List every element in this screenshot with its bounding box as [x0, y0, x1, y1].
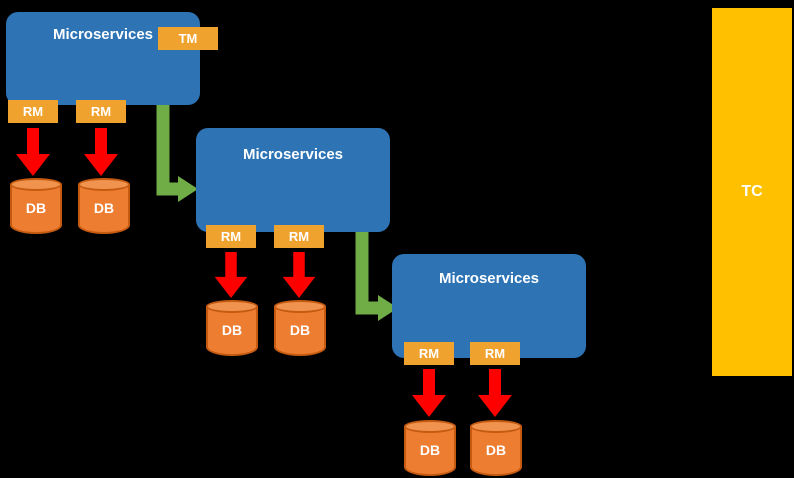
- red-arrow-down-icon: [478, 369, 512, 417]
- db-cylinder: DB: [78, 178, 130, 234]
- rm-badge: RM: [8, 100, 58, 123]
- db-cylinder-top: [404, 420, 456, 433]
- db-cylinder-body: [404, 426, 456, 476]
- db-cylinder-body: [274, 306, 326, 356]
- red-arrow-down-icon: [84, 128, 118, 176]
- db-cylinder-body: [206, 306, 258, 356]
- db-cylinder: DB: [206, 300, 258, 356]
- db-cylinder-top: [10, 178, 62, 191]
- db-cylinder: DB: [10, 178, 62, 234]
- red-arrow-down-icon: [214, 252, 248, 298]
- red-arrow-down-icon: [16, 128, 50, 176]
- db-cylinder-top: [78, 178, 130, 191]
- db-label: DB: [289, 322, 311, 338]
- microservices-box-2: Microservices: [196, 128, 390, 232]
- microservices-box-1: Microservices: [6, 12, 200, 105]
- db-label: DB: [93, 200, 115, 216]
- db-cylinder-top: [206, 300, 258, 313]
- db-cylinder: DB: [470, 420, 522, 476]
- microservices-box-3: Microservices: [392, 254, 586, 358]
- db-label: DB: [419, 442, 441, 458]
- microservices-label: Microservices: [242, 146, 344, 163]
- microservices-label: Microservices: [52, 26, 154, 43]
- db-cylinder-top: [274, 300, 326, 313]
- db-cylinder-body: [10, 184, 62, 234]
- red-arrow-down-icon: [412, 369, 446, 417]
- db-label: DB: [485, 442, 507, 458]
- db-label: DB: [25, 200, 47, 216]
- rm-badge: RM: [206, 225, 256, 248]
- tm-badge: TM: [158, 27, 218, 50]
- green-elbow-arrow-icon: [355, 224, 398, 321]
- db-cylinder-top: [470, 420, 522, 433]
- microservices-label: Microservices: [438, 270, 540, 287]
- db-cylinder: DB: [274, 300, 326, 356]
- db-cylinder-body: [78, 184, 130, 234]
- rm-badge: RM: [470, 342, 520, 365]
- tc-panel: TC: [712, 8, 792, 376]
- rm-badge: RM: [76, 100, 126, 123]
- rm-badge: RM: [274, 225, 324, 248]
- db-cylinder: DB: [404, 420, 456, 476]
- green-elbow-arrow-icon: [156, 98, 198, 202]
- db-label: DB: [221, 322, 243, 338]
- red-arrow-down-icon: [282, 252, 316, 298]
- tc-label: TC: [741, 183, 763, 200]
- rm-badge: RM: [404, 342, 454, 365]
- db-cylinder-body: [470, 426, 522, 476]
